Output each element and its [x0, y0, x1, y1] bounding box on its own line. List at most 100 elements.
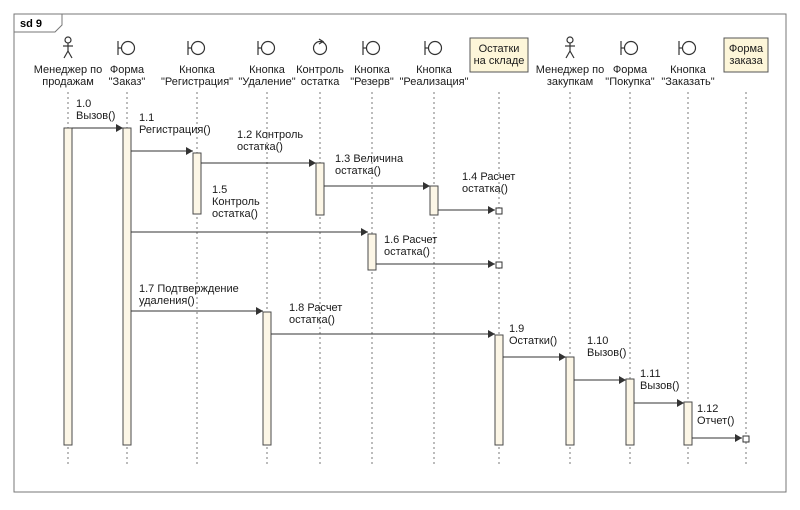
lifeline-label-line: Форма [613, 64, 648, 76]
lifeline-label-line: Кнопка [249, 64, 286, 76]
activation-bar [315, 162, 325, 216]
message-label-line: остатка() [462, 183, 508, 195]
message-label-line: Остатки() [509, 335, 557, 347]
lifeline-head-f1: Форма"Заказ" [109, 40, 146, 88]
entity-box [469, 37, 529, 73]
actor-icon [565, 36, 575, 59]
message-label-line: 1.9 [509, 323, 524, 335]
message-label-line: 1.10 [587, 335, 608, 347]
lifeline-label-line: "Заказать" [661, 76, 714, 88]
boundary-icon [678, 40, 697, 56]
message-label-line: остатка() [289, 314, 335, 326]
lifeline-label-line: Кнопка [179, 64, 216, 76]
activation-bar [495, 207, 503, 215]
lifeline-head-f2: Форма"Покупка" [605, 40, 655, 88]
lifeline-head-b3: Кнопка"Резерв" [350, 40, 394, 88]
activation-bar [625, 378, 635, 446]
message-label-line: 1.4 Расчет [462, 171, 515, 183]
boundary-icon [117, 40, 136, 56]
message-label-line: удаления() [139, 295, 195, 307]
boundary-icon [362, 40, 381, 56]
message-label-line: Вызов() [76, 110, 115, 122]
lifeline-label: Кнопка"Реализация" [399, 64, 468, 88]
lifeline-label: Форма"Заказ" [109, 64, 146, 88]
lifeline-label-line: "Регистрация" [161, 76, 233, 88]
lifeline-head-b2: Кнопка"Удаление" [238, 40, 296, 88]
lifeline-head-b1: Кнопка"Регистрация" [161, 40, 233, 88]
message-label-line: 1.3 Величина [335, 153, 404, 165]
frame-title: sd 9 [20, 18, 42, 30]
boundary-icon [424, 40, 443, 56]
lifeline-label-line: Форма [110, 64, 145, 76]
lifeline-label-line: Кнопка [670, 64, 707, 76]
message-label-line: 1.2 Контроль [237, 129, 303, 141]
activation-bar [192, 152, 202, 215]
lifeline-label: Кнопка"Резерв" [350, 64, 394, 88]
lifeline-label-line: Кнопка [416, 64, 453, 76]
message-label-line: остатка() [384, 246, 430, 258]
lifeline-label-line: заказа [729, 55, 763, 67]
message-label-line: Контроль [212, 196, 260, 208]
activation-bar [429, 185, 439, 216]
activation-bar [367, 233, 377, 271]
actor-icon [63, 36, 73, 59]
message-label-line: 1.0 [76, 98, 91, 110]
lifeline-label-line: остатка [301, 76, 341, 88]
message-label-line: 1.8 Расчет [289, 302, 342, 314]
activation-bar [494, 334, 504, 446]
lifeline-label-line: закупкам [547, 76, 593, 88]
lifeline-label: Кнопка"Удаление" [238, 64, 295, 88]
message-label-line: Вызов() [587, 347, 626, 359]
boundary-icon [257, 40, 276, 56]
diagram-frame [13, 13, 787, 493]
message-label-line: остатка() [212, 208, 258, 220]
lifeline-label-line: на складе [474, 55, 525, 67]
lifeline-label-line: Форма [729, 43, 764, 55]
message-label-line: остатка() [237, 141, 283, 153]
lifeline-label-line: Остатки [479, 43, 520, 55]
lifeline-label-line: Контроль [296, 64, 344, 76]
activation-bar [63, 127, 73, 446]
lifeline-label: Форма"Покупка" [605, 64, 654, 88]
lifeline-label-line: "Реализация" [399, 76, 468, 88]
activation-bar [683, 401, 693, 446]
activation-bar [742, 435, 750, 443]
lifeline-label-line: продажам [42, 76, 94, 88]
message-label-line: 1.5 [212, 184, 227, 196]
lifeline-label-line: "Заказ" [109, 76, 146, 88]
activation-bar [565, 356, 575, 446]
message-label-line: Отчет() [697, 415, 734, 427]
lifeline-label-line: Кнопка [354, 64, 391, 76]
message-label-line: Вызов() [640, 380, 679, 392]
message-label-line: 1.7 Подтверждение [139, 283, 239, 295]
